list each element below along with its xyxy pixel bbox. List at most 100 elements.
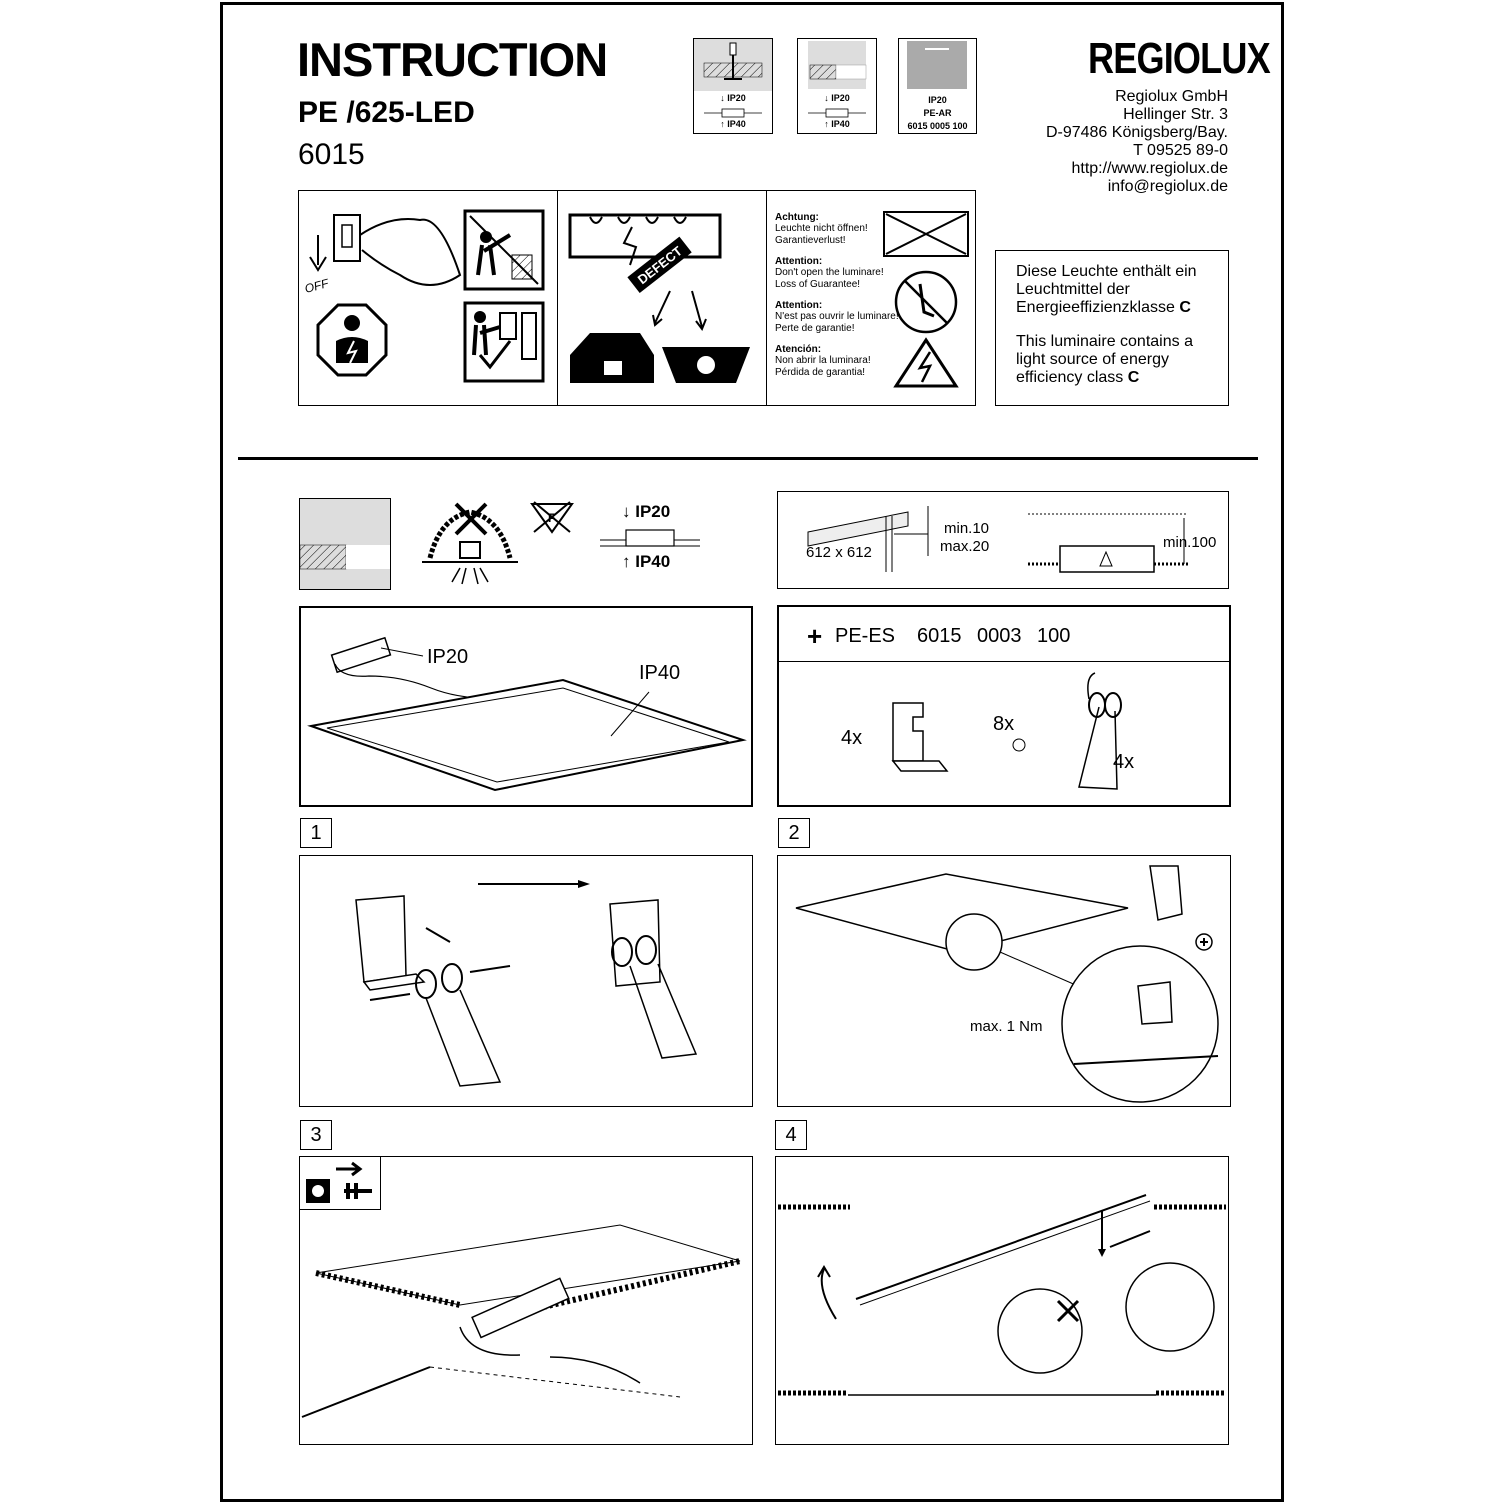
driver-ip-label: IP20 <box>427 646 469 668</box>
warehouse-icon <box>570 333 654 383</box>
thumbnail-recessed: ↓ IP20 ↑ IP40 <box>797 38 877 134</box>
thumb-rating-up: ↑ IP40 <box>720 119 746 129</box>
step-number: 3 <box>300 1120 332 1150</box>
thumb-line: PE-AR <box>923 108 952 118</box>
thumb-down-label: IP20 <box>727 93 746 103</box>
min-depth: min.10 <box>944 520 990 537</box>
electrician-icon <box>316 303 388 377</box>
no-insulation-icon <box>422 502 518 585</box>
warning-line: Garantieverlust! <box>775 235 846 246</box>
warning-line: Perte de garantie! <box>775 323 855 334</box>
torque-label: max. 1 Nm <box>970 1018 1043 1035</box>
warning-line: Non abrir la luminara! <box>775 355 871 366</box>
address-line: D-97486 Königsberg/Bay. <box>1045 124 1228 141</box>
electrical-connection-drawing <box>301 1224 741 1418</box>
ip-rating-up: ↑ IP40 <box>622 552 671 571</box>
thumbnail-suspended: ↓ IP20 ↑ IP40 <box>693 38 773 134</box>
thumbnail-surface: IP20 PE-AR 6015 0005 100 <box>898 38 977 134</box>
thumb-up-label: IP40 <box>727 119 746 129</box>
thumb-rating-up: ↑ IP40 <box>824 119 850 129</box>
surface-mount-icon <box>907 41 967 89</box>
section-divider <box>238 457 1258 460</box>
accessory-panel: + PE-ES 6015 0003 100 4x 8x 4x <box>777 605 1231 807</box>
plug-icon <box>306 1161 372 1203</box>
thumb-line: 6015 0005 100 <box>907 121 968 131</box>
energy-en-line: light source of energy <box>1016 351 1169 368</box>
step-3-panel <box>299 1156 753 1445</box>
defect-disposal-icons: DEFECT <box>568 213 750 383</box>
switch-off-icon <box>309 214 462 286</box>
panel-ip-label: IP40 <box>639 662 681 684</box>
min-clearance: min.100 <box>1163 534 1217 551</box>
address-line: Regiolux GmbH <box>1115 88 1228 105</box>
recycle-bin-icon <box>662 347 750 383</box>
accessory-header: + PE-ES 6015 0003 100 <box>779 607 1229 662</box>
energy-de-line: Energieeffizienzklasse C <box>1016 299 1197 317</box>
ceiling-insertion-drawing <box>778 1194 1226 1396</box>
dimension-drawing <box>807 506 1188 573</box>
recessed-mount-icon <box>808 41 867 118</box>
warning-line: Don't open the luminare! <box>775 267 884 278</box>
thumb-up-label: IP40 <box>831 119 850 129</box>
no-f-mark-icon: F <box>530 501 574 534</box>
energy-en-line: efficiency class C <box>1016 369 1197 387</box>
warning-heading: Atención: <box>775 344 822 355</box>
energy-en-line: This luminaire contains a <box>1016 333 1193 350</box>
thumb-rating-down: ↓ IP20 <box>824 93 850 103</box>
accessory-parts-drawing <box>891 672 1122 790</box>
accessory-number: 0003 <box>977 625 1022 647</box>
warning-line: Pérdida de garantia! <box>775 367 866 378</box>
energy-de-line: Diese Leuchte enthält ein <box>1016 263 1197 280</box>
product-code: 6015 <box>298 138 365 171</box>
energy-class: C <box>1179 299 1191 316</box>
website-link[interactable]: http://www.regiolux.de <box>1071 160 1228 177</box>
warning-heading: Attention: <box>775 300 823 311</box>
plug-connect-badge <box>300 1157 381 1210</box>
no-modify-icon <box>463 209 545 291</box>
document-title: INSTRUCTION <box>297 33 608 86</box>
warning-line: Loss of Guarantee! <box>775 279 861 290</box>
step-number: 1 <box>300 818 332 848</box>
step-2-panel: max. 1 Nm <box>777 855 1231 1107</box>
accessory-number: 100 <box>1037 625 1071 647</box>
step-1-panel <box>299 855 753 1107</box>
address-line: Hellinger Str. 3 <box>1123 106 1228 123</box>
brand-logo: REGIOLUX <box>1088 34 1271 83</box>
thumb-down-label: IP20 <box>831 93 850 103</box>
product-overview-panel: IP20 IP40 <box>299 606 753 807</box>
bracket-quantity: 4x <box>841 727 863 749</box>
energy-class: C <box>1127 369 1140 386</box>
ip-down-label: IP20 <box>635 502 671 521</box>
divider <box>557 190 558 406</box>
warning-heading: Achtung: <box>775 212 819 223</box>
step-number: 4 <box>775 1120 807 1150</box>
bracket-mounting-drawing <box>795 865 1219 1103</box>
warning-line: N'est pas ouvrir le luminare! <box>775 311 899 322</box>
product-name: PE /625-LED <box>298 96 475 129</box>
email-link[interactable]: info@regiolux.de <box>1107 178 1228 195</box>
company-address: Regiolux GmbH Hellinger Str. 3 D-97486 K… <box>1046 88 1228 196</box>
step-number: 2 <box>778 818 810 848</box>
recessed-ceiling-icon <box>299 498 391 590</box>
spring-quantity: 4x <box>1113 751 1135 773</box>
step-4-panel <box>775 1156 1229 1445</box>
warning-heading: Attention: <box>775 256 823 267</box>
ceiling-section-icon <box>299 544 390 570</box>
thumb-line: IP20 <box>928 95 947 105</box>
divider <box>766 190 767 406</box>
dimensions-panel: 612 x 612 min.10 max.20 min.100 <box>777 491 1229 589</box>
energy-en-text: efficiency class <box>1016 369 1124 386</box>
high-voltage-icon <box>893 337 959 388</box>
warnings-text: Achtung: Leuchte nicht öffnen! Garantiev… <box>775 212 910 379</box>
energy-de-line: Leuchtmittel der <box>1016 281 1130 298</box>
safety-icons: OFF <box>303 209 545 383</box>
accessory-name: PE-ES <box>835 625 896 647</box>
documentation-icon <box>463 301 545 383</box>
ip-rating-diagram <box>600 529 700 547</box>
spring-assembly-drawing <box>355 880 698 1087</box>
address-line: T 09525 89-0 <box>1133 142 1228 159</box>
panel-size: 612 x 612 <box>806 544 872 561</box>
warning-icons <box>883 211 969 388</box>
thumb-rating-down: ↓ IP20 <box>720 93 746 103</box>
accessory-number: 6015 <box>917 625 962 647</box>
